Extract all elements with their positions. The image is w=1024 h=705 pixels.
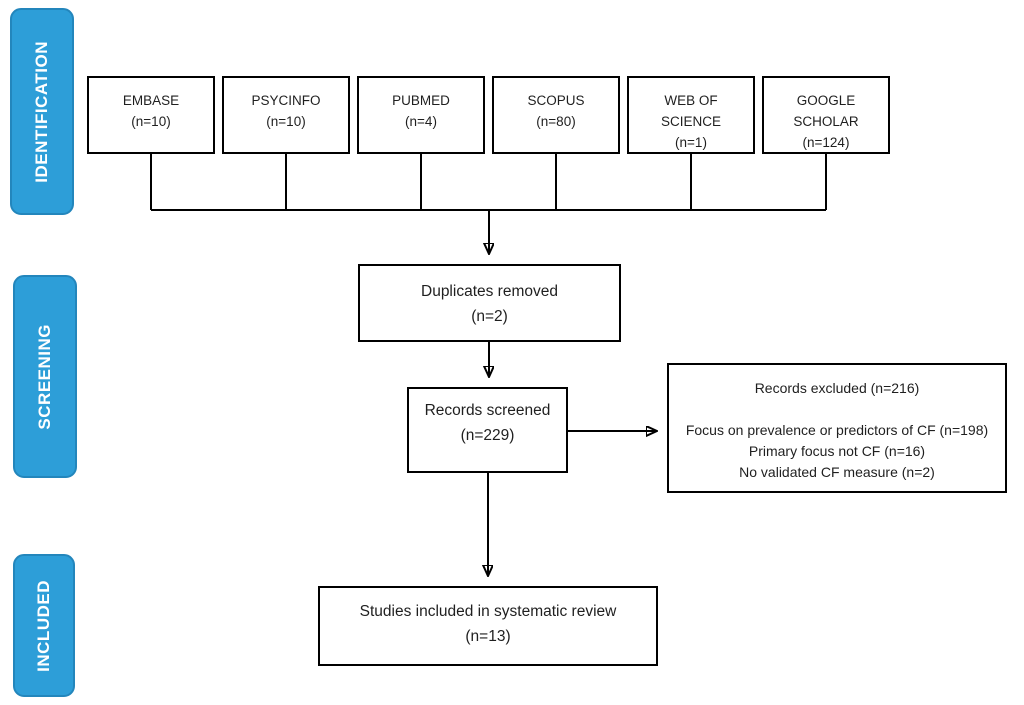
source-box-pubmed: PUBMED (n=4) [357,76,485,154]
source-name-2: SCHOLAR [793,114,859,129]
source-name: GOOGLE [796,93,856,108]
excluded-reason-1: Focus on prevalence or predictors of CF … [685,422,989,438]
records-excluded-title: Records excluded (n=216) [754,380,920,396]
source-name: SCOPUS [527,93,585,108]
studies-included-label: Studies included in systematic review [359,603,617,620]
source-name: PSYCINFO [251,93,321,108]
source-count: (n=1) [675,135,707,150]
studies-included-count: (n=13) [465,628,511,645]
source-name: WEB OF [664,93,718,108]
studies-included-box: Studies included in systematic review (n… [318,586,658,666]
stage-label-identification: IDENTIFICATION [10,8,74,215]
duplicates-removed-box: Duplicates removed (n=2) [358,264,621,342]
stage-label-included: INCLUDED [13,554,75,697]
duplicates-removed-label: Duplicates removed [421,283,558,300]
stage-label-screening-text: SCREENING [35,323,54,430]
records-screened-count: (n=229) [460,427,515,444]
source-count: (n=10) [131,114,171,129]
source-box-web-of-science: WEB OF SCIENCE (n=1) [627,76,755,154]
source-box-psycinfo: PSYCINFO (n=10) [222,76,350,154]
source-count: (n=4) [405,114,437,129]
excluded-reason-2: Primary focus not CF (n=16) [748,443,926,459]
records-screened-box: Records screened (n=229) [407,387,568,473]
excluded-reason-3: No validated CF measure (n=2) [739,464,935,480]
source-count: (n=124) [802,135,850,150]
records-screened-label: Records screened [424,402,551,419]
duplicates-removed-count: (n=2) [471,308,508,325]
stage-label-screening: SCREENING [13,275,77,478]
records-excluded-box: Records excluded (n=216) Focus on preval… [667,363,1007,493]
stage-label-identification-text: IDENTIFICATION [32,40,51,183]
source-name-2: SCIENCE [660,114,721,129]
source-count: (n=80) [536,114,576,129]
source-box-scopus: SCOPUS (n=80) [492,76,620,154]
source-name: PUBMED [392,93,450,108]
source-count: (n=10) [266,114,306,129]
stage-label-included-text: INCLUDED [34,579,53,672]
source-box-embase: EMBASE (n=10) [87,76,215,154]
source-box-google-scholar: GOOGLE SCHOLAR (n=124) [762,76,890,154]
source-name: EMBASE [122,93,180,108]
